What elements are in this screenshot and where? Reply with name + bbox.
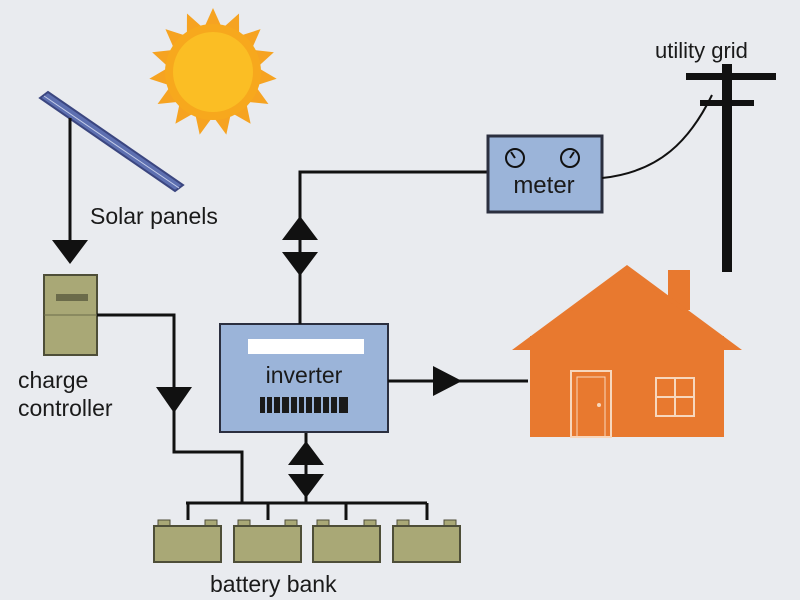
battery-icon [392, 519, 461, 563]
sun-icon [149, 8, 277, 135]
inverter-battery-arrow [288, 433, 324, 503]
charge-controller-label: charge controller [18, 366, 113, 422]
house-icon [512, 265, 742, 438]
inverter-meter-wire [282, 170, 488, 324]
inverter-label: inverter [265, 362, 343, 388]
battery-bank-label: battery bank [210, 571, 337, 597]
inverter-house-wire [388, 366, 528, 396]
battery-icon [153, 519, 222, 563]
utility-grid-label: utility grid [655, 38, 748, 63]
solar-panel-icon [38, 90, 185, 193]
panel-to-controller-wire [52, 118, 88, 264]
utility-pole-icon [686, 64, 776, 272]
charge-controller-label-line1: charge [18, 367, 89, 393]
inverter-box-icon [219, 323, 389, 433]
meter-grid-wire [601, 94, 713, 179]
battery-icon [312, 519, 381, 563]
battery-bus-wire [186, 501, 429, 520]
meter-box-icon [486, 134, 604, 214]
battery-icon [233, 519, 302, 563]
charge-controller-icon [43, 274, 98, 356]
solar-panels-label: Solar panels [90, 203, 218, 229]
charge-controller-label-line2: controller [18, 395, 113, 421]
controller-to-battery-wire [97, 313, 244, 503]
meter-label: meter [513, 172, 575, 199]
